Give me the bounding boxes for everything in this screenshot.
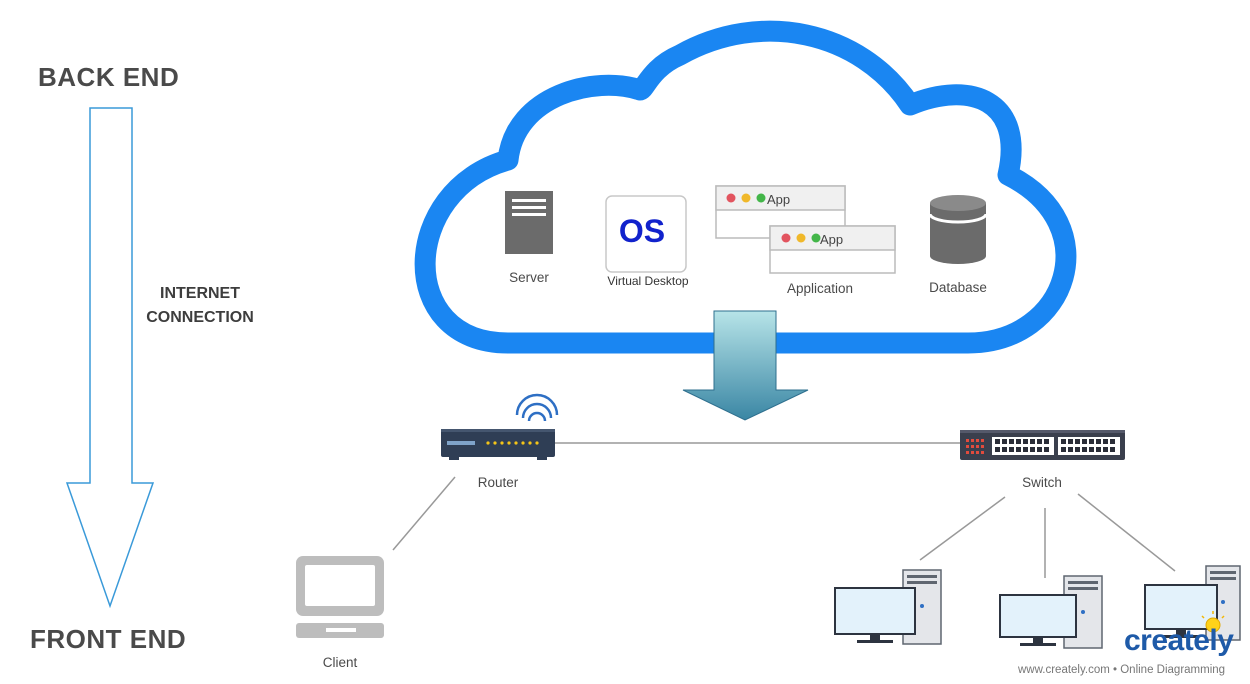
application-label: Application [786,281,854,296]
database-icon [928,195,988,264]
footer-text: www.creately.com • Online Diagramming [1018,664,1226,676]
front-end-label: FRONT END [30,624,187,654]
internet-label-line2: CONNECTION [146,309,254,326]
switch-pc3-link [1077,493,1176,572]
server-icon [505,191,553,254]
back-end-label: BACK END [38,62,180,92]
os-icon: OS [605,195,687,273]
app-window-title: App [767,192,790,207]
lightbulb-icon [1201,611,1225,633]
switch-pc1-link [919,496,1006,561]
client-label: Client [322,655,358,670]
desktop-computer-icon [834,569,942,645]
cloud-to-network-arrow [682,310,809,421]
app-window-title: App [820,232,843,247]
virtual-desktop-label: Virtual Desktop [607,274,689,288]
switch-icon [960,430,1125,460]
router-client-link [392,476,456,551]
internet-connection-label: INTERNET CONNECTION [130,282,270,330]
router-icon [441,393,559,460]
app-window-front: App [769,225,896,274]
server-label: Server [509,270,549,285]
desktop-computer-icon [999,575,1103,649]
creately-logo: creately [1124,624,1234,657]
internet-connection-arrow [65,107,155,609]
laptop-icon [296,556,384,638]
internet-label-line1: INTERNET [160,285,240,302]
switch-label: Switch [1022,475,1062,490]
os-text: OS [619,213,665,249]
database-label: Database [929,280,987,295]
router-label: Router [477,475,519,490]
